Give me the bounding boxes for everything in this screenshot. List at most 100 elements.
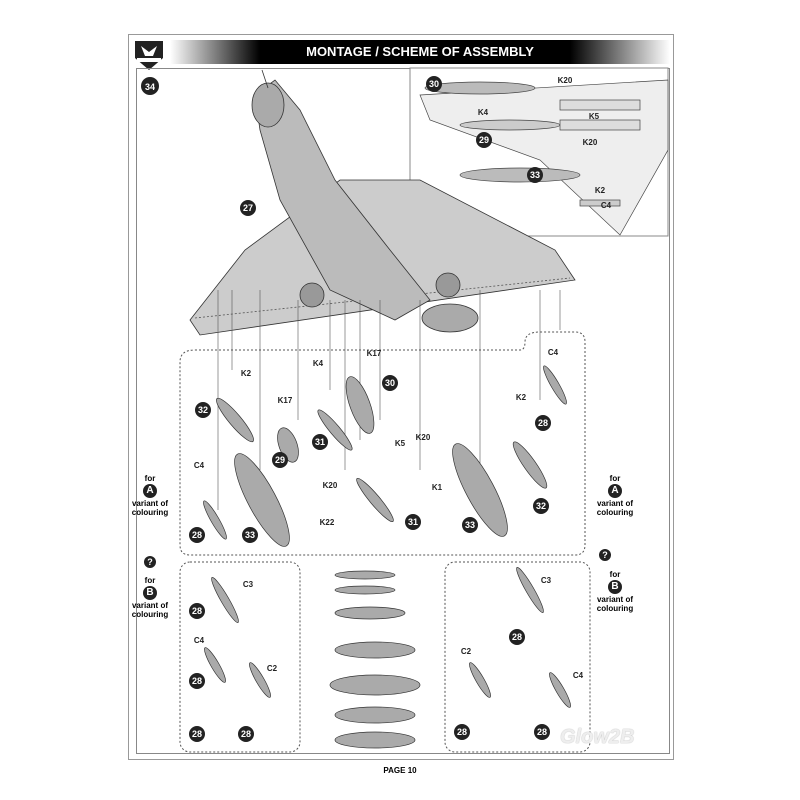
part-number-badge — [476, 132, 492, 148]
part-number-badge — [509, 629, 525, 645]
part-number: 33 — [245, 530, 255, 540]
page-frame — [128, 34, 674, 760]
page-number: PAGE 10 — [383, 766, 417, 775]
part-number-badge — [527, 167, 543, 183]
part-code-label: C2 — [267, 664, 278, 673]
part-number-badge — [462, 517, 478, 533]
part-number: 31 — [408, 517, 418, 527]
part-code-label: K5 — [395, 439, 406, 448]
part-number-badge — [426, 76, 442, 92]
part-number: 30 — [385, 378, 395, 388]
part-code-label: C3 — [541, 576, 552, 585]
part-number: 28 — [512, 632, 522, 642]
variant-b-badge: B — [143, 586, 157, 600]
inset-wing-underside — [419, 79, 669, 236]
distributor-watermark: Glow2B — [560, 726, 635, 748]
part-code-label: C4 — [194, 636, 205, 645]
part-number: 33 — [465, 520, 475, 530]
question-icon: ? — [599, 549, 611, 561]
part-number: 31 — [315, 437, 325, 447]
part-number-badge — [195, 402, 211, 418]
part-code-label: K20 — [558, 76, 573, 85]
variant-a-right: for A variant of colouring — [590, 474, 640, 517]
weapon-stores — [203, 365, 571, 749]
variant-caption: variant of colouring — [131, 499, 169, 517]
part-code-label: K20 — [416, 433, 431, 442]
part-number-badge — [535, 415, 551, 431]
part-number-badge — [534, 724, 550, 740]
part-number-badge — [405, 514, 421, 530]
part-code-label: K4 — [313, 359, 324, 368]
part-code-label: K22 — [320, 518, 335, 527]
part-number: 28 — [192, 676, 202, 686]
for-label: for — [144, 576, 156, 585]
part-code-label: K17 — [278, 396, 293, 405]
part-code-label: K20 — [583, 138, 598, 147]
part-code-label: C4 — [573, 671, 584, 680]
part-code-label: K1 — [432, 483, 443, 492]
part-number-badge — [189, 603, 205, 619]
step-number-badge: 34 — [141, 77, 159, 95]
variant-b-right: for B variant of colouring — [590, 570, 640, 613]
part-number: 28 — [192, 729, 202, 739]
part-code-label: C3 — [243, 580, 254, 589]
variant-caption: variant of colouring — [596, 499, 634, 517]
variant-zones — [179, 331, 591, 753]
part-number: 28 — [538, 418, 548, 428]
part-code-label: K5 — [589, 112, 600, 121]
part-number-badge — [272, 452, 288, 468]
part-number-badge — [238, 726, 254, 742]
for-label: for — [609, 570, 621, 579]
assembly-panel — [136, 68, 670, 754]
part-number: 29 — [275, 455, 285, 465]
variant-caption: variant of colouring — [131, 601, 169, 619]
variant-b-badge: B — [608, 580, 622, 594]
step-number: 34 — [145, 82, 155, 92]
part-number: 32 — [536, 501, 546, 511]
part-number-badge — [312, 434, 328, 450]
part-number-badge — [189, 726, 205, 742]
part-number: 28 — [192, 606, 202, 616]
part-number-badge — [242, 527, 258, 543]
part-number: 29 — [479, 135, 489, 145]
aircraft-mirage-underside — [189, 69, 576, 336]
part-number: 30 — [429, 79, 439, 89]
for-label: for — [609, 474, 621, 483]
part-code-label: C2 — [461, 647, 472, 656]
part-number-badge — [189, 527, 205, 543]
part-number-badge — [240, 200, 256, 216]
variant-caption: variant of colouring — [596, 595, 634, 613]
part-number-badge — [382, 375, 398, 391]
part-callouts: 27 32 31 29 30 31 33 28 32 28 33 28 28 28 28 28 28 28 K2 K4… — [189, 200, 584, 742]
part-number: 28 — [457, 727, 467, 737]
part-code-label: C4 — [548, 348, 559, 357]
header-bar: MONTAGE / SCHEME OF ASSEMBLY — [170, 40, 670, 64]
part-number: 28 — [537, 727, 547, 737]
part-code-label: C4 — [194, 461, 205, 470]
variant-a-badge: A — [143, 484, 157, 498]
page-title: MONTAGE / SCHEME OF ASSEMBLY — [306, 44, 534, 59]
variant-a-left: for A variant of colouring — [125, 474, 175, 517]
part-code-label: K2 — [241, 369, 252, 378]
part-number-badge — [454, 724, 470, 740]
part-code-label: K20 — [323, 481, 338, 490]
part-number: 33 — [530, 170, 540, 180]
part-number: 28 — [192, 530, 202, 540]
part-number: 28 — [241, 729, 251, 739]
part-number: 27 — [243, 203, 253, 213]
part-code-label: K4 — [478, 108, 489, 117]
part-code-label: C4 — [601, 201, 612, 210]
part-number-badge — [189, 673, 205, 689]
question-icon: ? — [144, 556, 156, 568]
part-code-label: K17 — [367, 349, 382, 358]
part-code-label: K2 — [595, 186, 606, 195]
part-code-label: K2 — [516, 393, 527, 402]
part-number: 32 — [198, 405, 208, 415]
variant-a-badge: A — [608, 484, 622, 498]
part-number-badge — [533, 498, 549, 514]
variant-b-left: for B variant of colouring — [125, 576, 175, 619]
for-label: for — [144, 474, 156, 483]
brand-logo — [131, 38, 167, 72]
